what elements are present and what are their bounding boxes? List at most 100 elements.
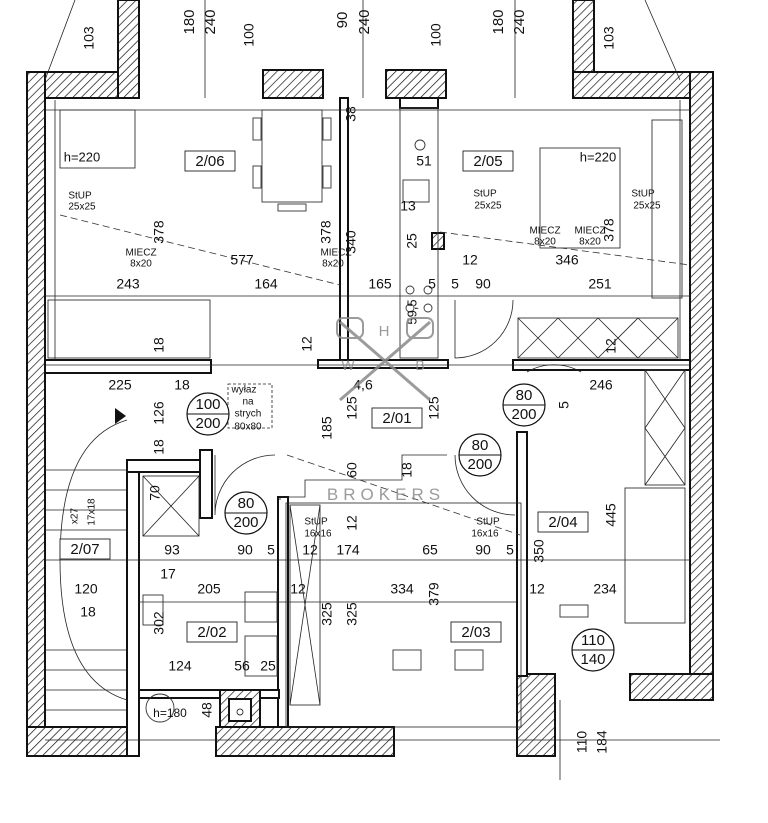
wardrobe-hall-right	[517, 317, 679, 359]
dimension-label: 8x20	[579, 237, 601, 248]
dimension-label: 577	[230, 252, 254, 268]
room-number: 2/07	[70, 541, 99, 558]
dimension-label: 379	[426, 582, 442, 606]
chair-5	[277, 203, 307, 212]
toilet-202	[142, 594, 164, 626]
dimension-label: x27	[70, 508, 81, 525]
dimension-label: 225	[108, 377, 132, 393]
dimension-label: 12	[299, 336, 315, 352]
dimension-label: 93	[164, 542, 180, 558]
tap-icon	[414, 139, 426, 151]
dimension-label: StUP	[473, 189, 497, 200]
dimension-label: 12	[529, 581, 545, 597]
attic-hatch	[227, 383, 273, 429]
dimension-label: 13	[400, 198, 416, 214]
dimension-label: 325	[344, 602, 360, 626]
dimension-label: 240	[202, 9, 219, 34]
burner-4-icon	[423, 303, 433, 313]
opening-height: 200	[195, 415, 220, 432]
dimension-label: 12	[603, 338, 619, 354]
dimension-label: 378	[318, 220, 334, 244]
wall-left	[26, 71, 46, 757]
sink-203-1	[392, 649, 422, 671]
dimension-label: 340	[343, 230, 359, 254]
dimension-label: 124	[168, 658, 192, 674]
dimension-label: 12	[302, 542, 318, 558]
room-tag-box	[59, 538, 111, 560]
opening-height: 200	[467, 456, 492, 473]
dimension-label: StUP	[68, 191, 92, 202]
dimension-label: 243	[116, 276, 140, 292]
sink	[402, 179, 430, 203]
dimension-label: StUP	[476, 517, 500, 528]
dimension-label: 346	[555, 252, 579, 268]
dimension-label: 18	[174, 377, 190, 393]
boiler-icon	[145, 693, 175, 723]
dimension-label: 100	[241, 23, 257, 47]
dimension-label: 8x20	[130, 259, 152, 270]
room-number: 2/01	[382, 410, 411, 427]
watermark-letter-b: B	[415, 357, 424, 373]
dimension-label: 302	[151, 611, 167, 635]
dimension-label: 8x20	[322, 259, 344, 270]
sink-203-2	[454, 649, 484, 671]
wall-vert-room204	[516, 431, 528, 677]
w204-x4	[644, 427, 686, 486]
furniture	[45, 107, 686, 723]
dimension-label: 12	[290, 581, 306, 597]
watermark-handle-left	[336, 317, 364, 339]
wall-top-mid-left	[262, 69, 324, 99]
dimension-label: 51	[416, 153, 432, 169]
dimension-label: 126	[151, 401, 167, 425]
dimension-label: 180	[181, 9, 198, 34]
dimension-label: MIECZ	[574, 226, 605, 237]
opening-width: 80	[238, 495, 255, 512]
washbasin-202	[244, 591, 278, 623]
dashed-beam-left	[59, 214, 341, 286]
dimension-label: strych	[235, 409, 262, 420]
opening-width: 100	[195, 396, 220, 413]
opening-height: 140	[580, 651, 605, 668]
burner-2-icon	[423, 285, 433, 295]
dimension-label: 184	[594, 730, 610, 754]
burner-1-icon	[405, 285, 415, 295]
dimension-label: 378	[151, 220, 167, 244]
dimension-label: 48	[199, 702, 215, 718]
wall-vert-stair	[126, 459, 140, 757]
w204-x2	[644, 369, 686, 429]
cross-4	[557, 317, 599, 359]
wardrobe-205	[651, 119, 683, 299]
dimension-label: 70	[147, 485, 163, 501]
dimension-label: 25	[260, 658, 276, 674]
wall-top-mid-right	[385, 69, 447, 99]
diag-top-right	[644, 0, 681, 81]
vent-shaft-box	[228, 698, 252, 722]
door-swing-203	[454, 454, 516, 516]
chair-3	[322, 117, 332, 141]
dimension-label: 240	[511, 9, 528, 34]
dimension-label: 164	[254, 276, 278, 292]
dimension-label: 165	[368, 276, 392, 292]
bed-204	[624, 487, 686, 624]
dimension-label: 17	[160, 566, 176, 582]
dimension-label: 5	[451, 276, 459, 292]
dimension-label: 5	[556, 401, 572, 409]
wall-right	[689, 71, 714, 701]
dimension-label: 240	[356, 9, 373, 34]
opening-height: 200	[233, 514, 258, 531]
wall-hall-upper	[279, 454, 447, 500]
dimension-label: 110	[574, 731, 590, 754]
watermark-letter-w: W	[341, 357, 355, 373]
dimension-label: 251	[588, 276, 612, 292]
dimension-label: 65	[422, 542, 438, 558]
dimension-label: 5	[428, 276, 436, 292]
vent-icon	[236, 708, 244, 716]
chair-2	[252, 165, 262, 189]
room203-inner-outline	[285, 502, 522, 728]
dimension-label: h=220	[580, 149, 617, 164]
dimension-label: 120	[74, 581, 98, 597]
dimension-label: 38	[343, 106, 359, 122]
